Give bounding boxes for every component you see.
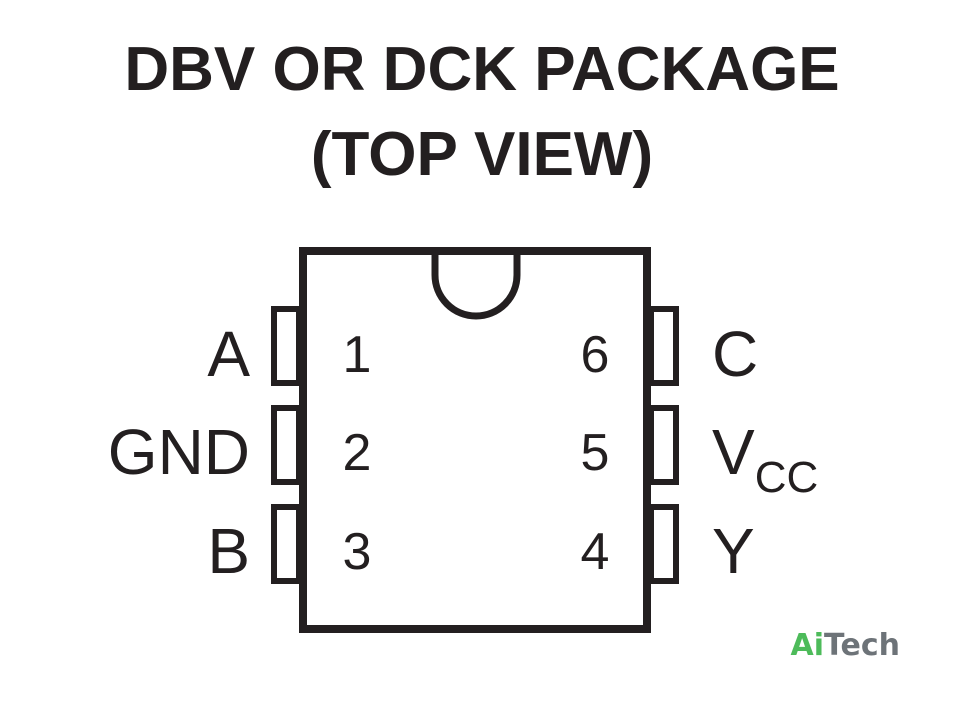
diagram-subtitle: (TOP VIEW)	[310, 120, 654, 189]
diagram-title: DBV OR DCK PACKAGE	[124, 35, 840, 104]
pin-name-2: GND	[108, 416, 250, 488]
lead-pin-4	[648, 504, 679, 584]
pin-number-1: 1	[343, 326, 372, 384]
pin-name-3: B	[207, 515, 250, 587]
lead-pin-1	[271, 306, 302, 386]
pin-name-1: A	[207, 318, 250, 390]
package-body	[299, 247, 651, 633]
lead-pin-3	[271, 504, 302, 584]
logo-part-ai: Ai	[790, 628, 825, 663]
pin-number-6: 6	[581, 326, 610, 384]
pin-number-2: 2	[343, 424, 372, 482]
lead-pin-5	[648, 405, 679, 485]
pin-name-5: VCC	[712, 416, 818, 502]
lead-pin-2	[271, 405, 302, 485]
pin-number-3: 3	[343, 523, 372, 581]
aitech-logo: AiTech	[791, 628, 900, 663]
lead-pin-6	[648, 306, 679, 386]
pin-name-4: Y	[712, 515, 755, 587]
pin-number-4: 4	[581, 523, 610, 581]
pin-number-5: 5	[581, 424, 610, 482]
pin-name-5-main: V	[712, 416, 755, 488]
orientation-notch	[431, 251, 521, 320]
pin-name-5-subscript: CC	[755, 453, 819, 502]
logo-part-tech: Tech	[824, 628, 900, 663]
pin-name-6: C	[712, 318, 758, 390]
